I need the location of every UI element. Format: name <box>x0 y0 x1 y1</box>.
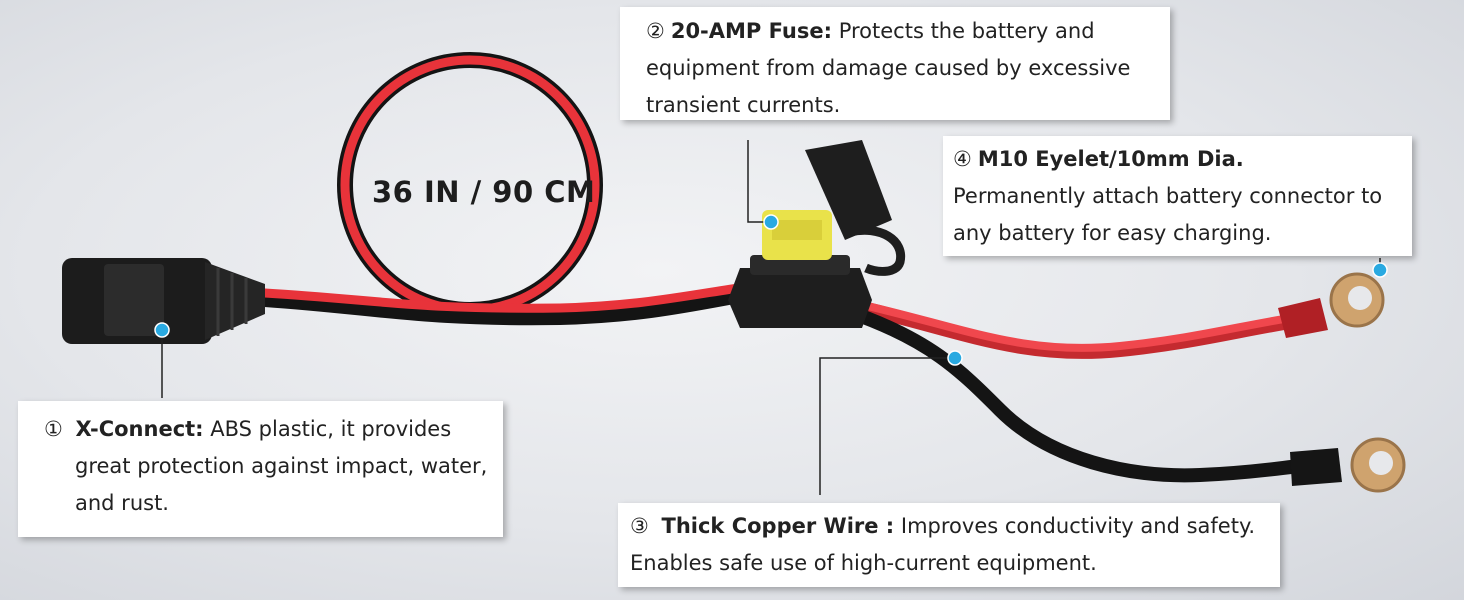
marker-dot-wire <box>947 350 963 366</box>
callout-text: great protection against impact, water, <box>75 454 488 478</box>
x-connect-plug <box>62 258 265 344</box>
black-ring-terminal <box>1290 437 1406 493</box>
callout-title: 20-AMP Fuse: <box>670 19 833 43</box>
callout-text: and rust. <box>75 491 169 515</box>
fuse-holder <box>728 140 906 328</box>
callout-text: Improves conductivity and safety. <box>900 514 1256 538</box>
callout-text: equipment from damage caused by excessiv… <box>646 56 1131 80</box>
callout-number: ① <box>44 417 63 441</box>
marker-dot-fuse <box>763 214 779 230</box>
callout-x-connect: ① X-Connect: ABS plastic, it provides gr… <box>18 401 503 537</box>
callout-copper-wire: ③ Thick Copper Wire : Improves conductiv… <box>618 503 1280 587</box>
callout-title: M10 Eyelet/10mm Dia. <box>977 147 1244 171</box>
red-wire <box>843 298 1297 359</box>
callout-text: Permanently attach battery connector to <box>953 184 1383 208</box>
marker-dot-xconnect <box>154 322 170 338</box>
marker-dots <box>154 214 1388 366</box>
cable-length-label: 36 IN / 90 CM <box>372 175 596 209</box>
callout-text: transient currents. <box>646 93 841 117</box>
callout-number: ③ <box>630 514 649 538</box>
main-cable <box>258 282 752 326</box>
black-wire <box>843 305 1307 483</box>
callout-title: Thick Copper Wire : <box>661 514 895 538</box>
callout-text: Protects the battery and <box>838 19 1095 43</box>
callout-text: Enables safe use of high-current equipme… <box>630 551 1097 575</box>
callout-text: ABS plastic, it provides <box>210 417 452 441</box>
red-ring-terminal <box>1278 272 1385 338</box>
callout-number: ④ <box>953 147 972 171</box>
callout-text: any battery for easy charging. <box>953 221 1272 245</box>
marker-dot-eyelet <box>1372 262 1388 278</box>
callout-number: ② <box>646 19 665 43</box>
callout-title: X-Connect: <box>75 417 204 441</box>
